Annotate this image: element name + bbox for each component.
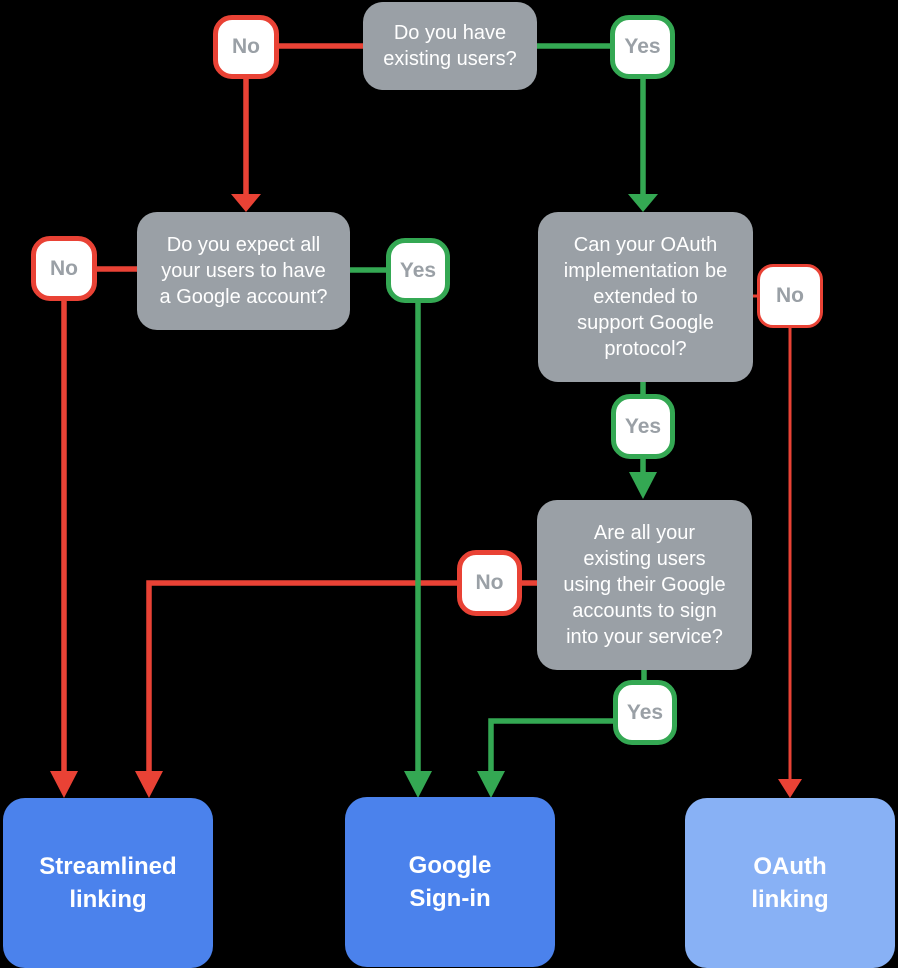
- badge-no-existing-users: No: [213, 15, 279, 79]
- arrowhead-yes3-to-q4: [629, 472, 657, 499]
- question-box-google-account: Do you expect all your users to have a G…: [137, 212, 350, 330]
- badge-label: Yes: [624, 35, 661, 58]
- arrowhead-no3-to-oauth: [778, 779, 802, 798]
- outcome-oauth-linking: OAuth linking: [685, 798, 895, 968]
- question-box-oauth-extended: Can your OAuth implementation be extende…: [538, 212, 753, 382]
- badge-label: No: [776, 284, 804, 307]
- badge-label: No: [232, 35, 260, 58]
- green-edges: [350, 43, 658, 798]
- question-text: Are all your existing users using their …: [563, 522, 726, 648]
- outcome-label: Streamlined linking: [39, 853, 177, 913]
- edge-no4-to-streamlined: [146, 580, 457, 772]
- badge-label: Yes: [626, 700, 664, 724]
- badge-label: Yes: [399, 258, 437, 282]
- badge-yes-oauth-extended: Yes: [611, 394, 675, 459]
- arrowhead-yes1-to-q3: [628, 194, 658, 212]
- badge-no-users-sign-in-google: No: [457, 550, 522, 616]
- badge-label: Yes: [624, 414, 662, 438]
- badge-no-oauth-extended: No: [757, 264, 823, 328]
- outcome-google-sign-in: Google Sign-in: [345, 797, 555, 967]
- badge-yes-existing-users: Yes: [610, 15, 675, 79]
- arrowhead-no2-to-streamlined: [50, 771, 78, 798]
- arrowhead-yes2-to-googlesignin: [404, 771, 432, 798]
- arrowhead-yes4-to-googlesignin: [477, 771, 505, 798]
- question-box-existing-users: Do you have existing users?: [363, 2, 537, 90]
- badge-no-google-account: No: [31, 236, 97, 301]
- outcome-label: OAuth linking: [751, 853, 829, 913]
- question-text: Do you have existing users?: [383, 22, 517, 70]
- badge-yes-google-account: Yes: [386, 238, 450, 303]
- outcome-label: Google Sign-in: [408, 852, 492, 912]
- badge-label: No: [475, 571, 504, 594]
- arrowhead-no4-to-streamlined: [135, 771, 163, 798]
- badge-yes-users-sign-in-google: Yes: [613, 680, 677, 745]
- outcome-streamlined-linking: Streamlined linking: [3, 798, 213, 968]
- arrowhead-no1-to-q2: [231, 194, 261, 212]
- question-text: Do you expect all your users to have a G…: [159, 234, 328, 308]
- question-text: Can your OAuth implementation be extende…: [563, 234, 728, 360]
- red-edges: [50, 43, 802, 798]
- question-box-users-sign-in-google: Are all your existing users using their …: [537, 500, 752, 670]
- badge-label: No: [50, 256, 78, 280]
- edge-yes4-to-googlesignin: [488, 718, 614, 772]
